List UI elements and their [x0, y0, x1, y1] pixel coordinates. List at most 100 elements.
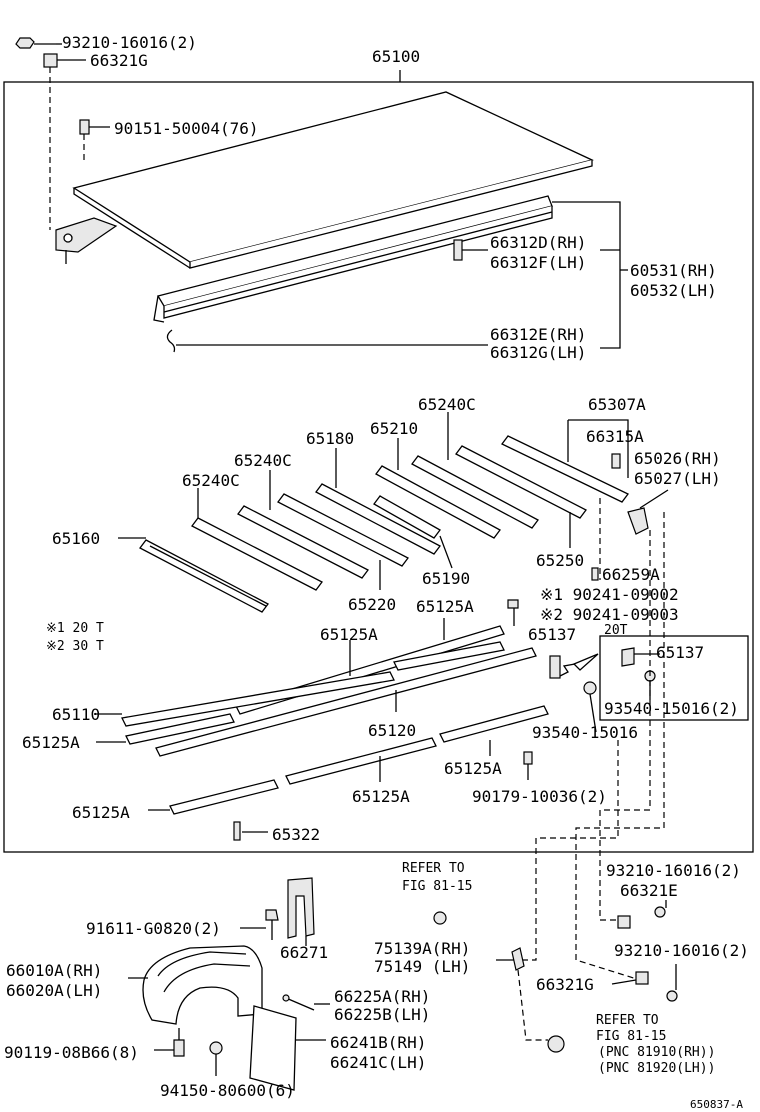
label-66321E: 66321E [620, 881, 678, 900]
sill-65125A-left [125, 713, 235, 745]
label-66312E: 66312E(RH) [490, 325, 586, 344]
label-66321G-top: 66321G [90, 51, 148, 70]
label-65026: 65026(RH) [634, 449, 721, 468]
mudflap-66241B [249, 1005, 297, 1091]
label-fig-81-15-2: FIG 81-15 [596, 1029, 666, 1044]
bolt-90179-icon [523, 751, 533, 780]
assembly-frame [3, 81, 754, 853]
label-65120: 65120 [368, 721, 416, 740]
cross-member-65240C-left [191, 517, 323, 591]
bolt-91611-icon [265, 909, 279, 940]
deck-board-65100 [72, 91, 594, 269]
label-66312D: 66312D(RH) [490, 233, 586, 252]
sill-65125A-lower-right [439, 705, 549, 743]
label-65240C-left: 65240C [182, 471, 240, 490]
label-93540-15016: 93540-15016 [532, 723, 638, 742]
label-75139A: 75139A(RH) [374, 939, 470, 958]
label-65137: 65137 [528, 625, 576, 644]
cross-member-65160 [139, 539, 269, 613]
sill-65110 [121, 671, 395, 727]
label-65160: 65160 [52, 529, 100, 548]
label-65240C-right: 65240C [418, 395, 476, 414]
cross-member-65190 [373, 495, 441, 539]
cross-member-65220 [277, 493, 409, 567]
label-65125A-lower-mid: 65125A [352, 787, 410, 806]
label-refer-to-1: REFER TO [402, 861, 465, 876]
bolt-93210-top-icon [15, 37, 56, 49]
bolt-93210-bottom-icon [666, 990, 678, 1002]
label-90179-10036: 90179-10036(2) [472, 787, 607, 806]
bolt-93540-icon [583, 681, 597, 695]
label-90241-09003: ※2 90241-09003 [540, 605, 679, 624]
bolt-90151-icon [79, 119, 90, 160]
label-90241-09002: ※1 90241-09002 [540, 585, 679, 604]
bolt-90241-icon [507, 599, 519, 626]
label-66241C: 66241C(LH) [330, 1053, 426, 1072]
nut-94150-icon [209, 1041, 223, 1055]
label-pnc-81920: (PNC 81920(LH)) [598, 1061, 715, 1076]
label-refer-to-2: REFER TO [596, 1013, 659, 1028]
label-66315A: 66315A [586, 427, 644, 446]
hinge-bracket-icon [55, 217, 118, 264]
label-91611-G0820: 91611-G0820(2) [86, 919, 221, 938]
label-66259A: 66259A [602, 565, 660, 584]
label-66020A: 66020A(LH) [6, 981, 102, 1000]
label-65125A-bottom: 65125A [72, 803, 130, 822]
clip-66321G-top-icon [43, 53, 58, 68]
pin-66312D-icon [453, 239, 463, 261]
arrow-icon [572, 653, 599, 671]
label-66312G: 66312G(LH) [490, 343, 586, 362]
cross-member-65250 [455, 445, 587, 519]
label-65322: 65322 [272, 825, 320, 844]
cross-member-65240C-right [411, 455, 539, 529]
label-65125A-upper: 65125A [320, 625, 378, 644]
label-65240C-mid: 65240C [234, 451, 292, 470]
label-66312F: 66312F(LH) [490, 253, 586, 272]
label-pnc-81910: (PNC 81910(RH)) [598, 1045, 715, 1060]
label-65210: 65210 [370, 419, 418, 438]
label-66010A: 66010A(RH) [6, 961, 102, 980]
side-rail-60531 [153, 195, 553, 323]
bolt-90119-icon [173, 1028, 185, 1057]
label-66241B: 66241B(RH) [330, 1033, 426, 1052]
label-65250: 65250 [536, 551, 584, 570]
label-65220: 65220 [348, 595, 396, 614]
nut-75139A-icon [433, 911, 447, 925]
bracket-66271-icon [287, 877, 315, 939]
label-65125A-left: 65125A [22, 733, 80, 752]
cross-member-65240C-mid [237, 505, 369, 579]
grommet-81910-icon [547, 1035, 565, 1053]
sill-65120 [155, 647, 537, 757]
label-66225A: 66225A(RH) [334, 987, 430, 1006]
label-65190: 65190 [422, 569, 470, 588]
label-fig-81-15-1: FIG 81-15 [402, 879, 472, 894]
cross-member-65210 [375, 465, 501, 539]
hook-66312E-icon [166, 329, 176, 353]
label-65125A-lower-right: 65125A [444, 759, 502, 778]
fender-66010A [142, 945, 263, 1025]
clip-66321G-bottom-icon [635, 971, 649, 985]
label-90151-50004: 90151-50004(76) [114, 119, 259, 138]
label-93210-16016-bottom: 93210-16016(2) [614, 941, 749, 960]
label-90119-08B66: 90119-08B66(8) [4, 1043, 139, 1062]
label-65027: 65027(LH) [634, 469, 721, 488]
bracket-75139A-icon [511, 947, 525, 971]
label-65137-detail: 65137 [656, 643, 704, 662]
clip-66321E-icon [617, 915, 631, 929]
bolt-93210-mid-icon [654, 906, 666, 918]
label-66271: 66271 [280, 943, 328, 962]
figure-number: 650837-A [690, 1098, 743, 1111]
stake-pocket-65137-icon [549, 655, 561, 679]
label-66321G-bottom: 66321G [536, 975, 594, 994]
note-20T: ※1 20 T [46, 621, 104, 636]
sill-65125A-right [393, 641, 505, 671]
label-20T: 20T [604, 623, 628, 638]
sill-65125A-lower-mid [285, 737, 437, 785]
note-30T: ※2 30 T [46, 639, 104, 654]
sill-65125A-bottom [169, 779, 279, 815]
label-65307A: 65307A [588, 395, 646, 414]
stake-pocket-65137-detail-icon [621, 647, 635, 667]
cross-member-65307A [501, 435, 629, 503]
label-65110: 65110 [52, 705, 100, 724]
